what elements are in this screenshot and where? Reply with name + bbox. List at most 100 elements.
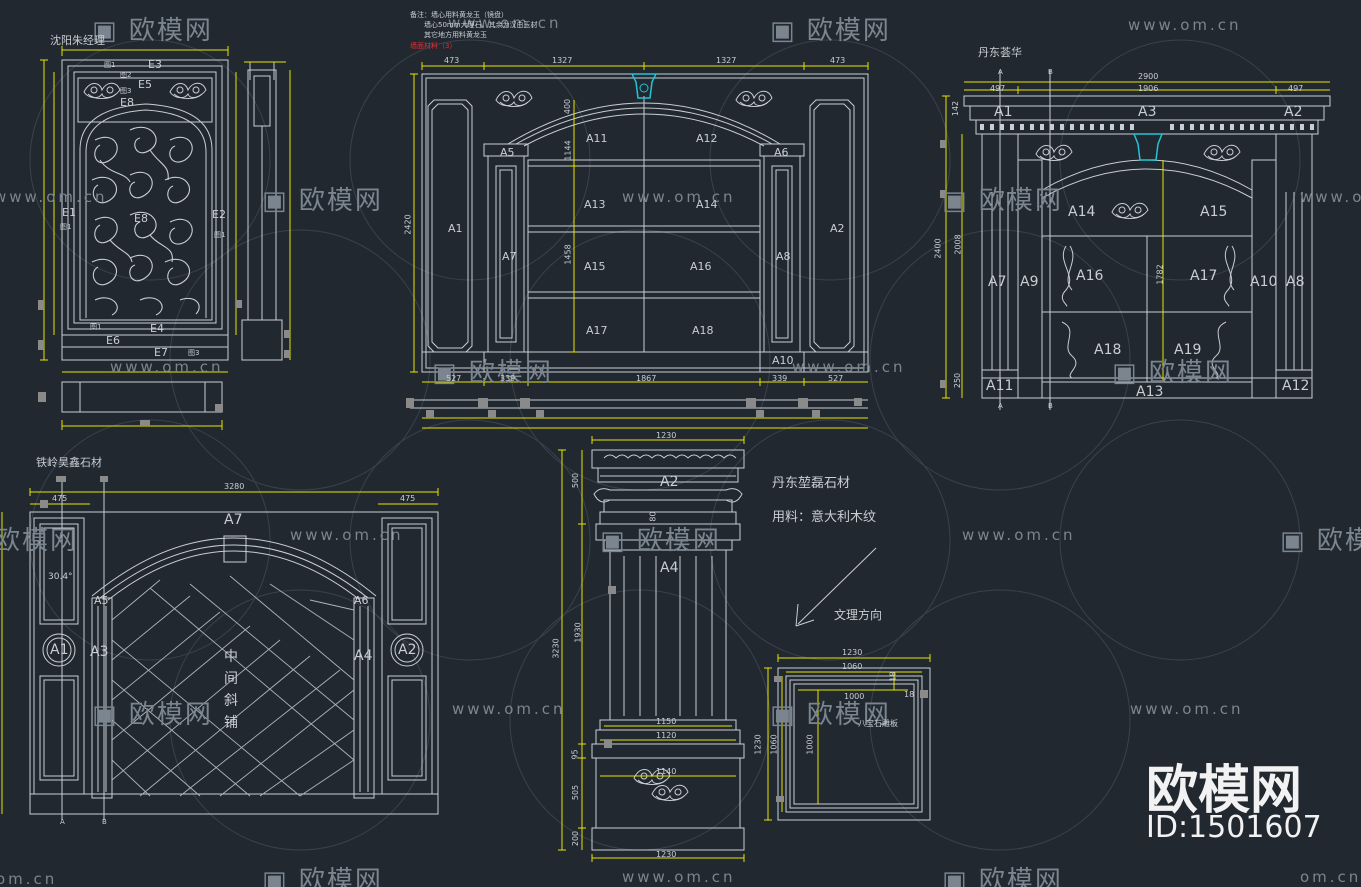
badge-brand: 欧模网 bbox=[1146, 761, 1303, 821]
dimension: 1000 bbox=[844, 692, 865, 701]
part-label: A18 bbox=[692, 324, 714, 337]
part-label: A14 bbox=[1068, 204, 1096, 220]
part-label: A13 bbox=[584, 198, 606, 211]
dimension: 475 bbox=[400, 494, 416, 503]
dimension: 500 bbox=[571, 472, 581, 489]
watermark-url: www.om.cn bbox=[0, 188, 108, 206]
watermark-logo: ▣ 欧模网 bbox=[1112, 358, 1233, 388]
part-label: A9 bbox=[1020, 274, 1039, 290]
watermark-url: www.om.cn bbox=[448, 14, 562, 32]
dimension: 200 bbox=[571, 830, 581, 847]
dimension: 2420 bbox=[403, 214, 413, 235]
part-label: A6 bbox=[354, 594, 369, 607]
grain-direction-note: 文理方向 bbox=[834, 608, 883, 622]
part-label: A10 bbox=[1250, 274, 1278, 290]
part-label: A5 bbox=[500, 146, 515, 159]
dimension: 1230 bbox=[842, 648, 863, 657]
part-label: A19 bbox=[1174, 342, 1202, 358]
part-label: A17 bbox=[586, 324, 608, 337]
dimension: 1150 bbox=[656, 717, 677, 726]
part-label: A2 bbox=[660, 474, 679, 490]
part-label: A3 bbox=[90, 644, 109, 660]
part-label: 图1 bbox=[104, 61, 116, 69]
axis-label: A bbox=[60, 818, 65, 826]
dimension: 1230 bbox=[656, 431, 677, 440]
part-label: A1 bbox=[50, 642, 69, 658]
drawing-dandong-fenghua bbox=[940, 70, 1331, 410]
axis-label: B bbox=[1048, 68, 1053, 76]
dimension: 1060 bbox=[842, 662, 863, 671]
material-note: 用料：意大利木纹 bbox=[772, 510, 877, 525]
part-label: A11 bbox=[586, 132, 608, 145]
part-label: A4 bbox=[354, 648, 373, 664]
part-label: 图1 bbox=[90, 323, 102, 331]
part-label: A10 bbox=[772, 354, 794, 367]
part-label: A1 bbox=[448, 222, 463, 235]
part-label: 图3 bbox=[120, 87, 132, 95]
dimension: 142 bbox=[951, 100, 961, 117]
part-label: A4 bbox=[660, 560, 679, 576]
dimension: 3230 bbox=[551, 638, 561, 659]
watermark-url: www.om.cn bbox=[1300, 188, 1361, 206]
dimension: 1120 bbox=[656, 731, 677, 740]
dimension: 475 bbox=[52, 494, 68, 503]
drawing-title-dandong-yanlei: 丹东堃磊石材 bbox=[772, 476, 851, 491]
dimension: 497 bbox=[1288, 84, 1304, 93]
dimension: 1906 bbox=[1138, 84, 1159, 93]
dimension: 250 bbox=[953, 372, 963, 389]
dimension: 2400 bbox=[933, 238, 943, 259]
axis-label: A bbox=[998, 68, 1003, 76]
part-label: A7 bbox=[224, 512, 243, 528]
part-label: E3 bbox=[148, 58, 162, 71]
part-label: E7 bbox=[154, 346, 168, 359]
square-panel-label: 八宝石雕板 bbox=[858, 719, 898, 728]
dimension: 527 bbox=[828, 374, 844, 383]
dimension: 527 bbox=[446, 374, 462, 383]
watermark-url: om.cn bbox=[0, 870, 58, 887]
part-label: A16 bbox=[1076, 268, 1104, 284]
part-label: A12 bbox=[1282, 378, 1310, 394]
watermark-url: www.om.cn bbox=[452, 700, 566, 718]
watermark-circles bbox=[29, 39, 1301, 851]
axis-label: B bbox=[102, 818, 107, 826]
dimension: 1930 bbox=[573, 622, 583, 643]
part-label: A8 bbox=[776, 250, 791, 263]
part-label: A7 bbox=[988, 274, 1007, 290]
part-label: 图1 bbox=[60, 223, 72, 231]
watermark-logo: ▣ 欧模网 bbox=[942, 866, 1063, 887]
dimension: 1327 bbox=[552, 56, 573, 65]
part-label: A15 bbox=[584, 260, 606, 273]
badge-id: ID:1501607 bbox=[1146, 810, 1322, 845]
part-label: A11 bbox=[986, 378, 1014, 394]
note-line: 墙心50mm大理石，其余为汉白玉材 bbox=[424, 21, 538, 29]
dimension: 505 bbox=[571, 784, 581, 801]
part-label: A2 bbox=[1284, 104, 1303, 120]
part-label: A13 bbox=[1136, 384, 1164, 400]
watermark-url: www.om.cn bbox=[622, 188, 736, 206]
dimension: 95 bbox=[570, 749, 580, 760]
watermark-logo: ▣ 欧模网 bbox=[942, 186, 1063, 216]
center-text: 间 bbox=[224, 671, 238, 687]
watermark-url: www.om.cn bbox=[962, 526, 1076, 544]
drawing-shenyang bbox=[38, 46, 291, 430]
part-label: E1 bbox=[62, 206, 76, 219]
axis-label: B bbox=[1048, 402, 1053, 410]
dimension: 3280 bbox=[224, 482, 245, 491]
part-label: A17 bbox=[1190, 268, 1218, 284]
dimension: 497 bbox=[990, 84, 1006, 93]
part-label: A15 bbox=[1200, 204, 1228, 220]
watermark-url: om.cn bbox=[1300, 868, 1361, 886]
watermark-url: www.om.cn bbox=[1130, 700, 1244, 718]
drawing-main-arch bbox=[406, 62, 869, 429]
dimension: 1060 bbox=[769, 734, 779, 755]
part-label: A8 bbox=[1286, 274, 1305, 290]
watermark-logo: ▣ 欧模网 bbox=[92, 16, 213, 46]
dimension: 1867 bbox=[636, 374, 657, 383]
dimension: 400 bbox=[563, 98, 573, 115]
part-label: A2 bbox=[830, 222, 845, 235]
note-red: 墙面材料（3） bbox=[410, 42, 457, 50]
center-text: 铺 bbox=[224, 715, 238, 731]
center-text: 斜 bbox=[224, 693, 238, 709]
watermark-logo: ▣ 欧模网 bbox=[262, 866, 383, 887]
watermark-url: www.om.cn bbox=[110, 358, 224, 376]
